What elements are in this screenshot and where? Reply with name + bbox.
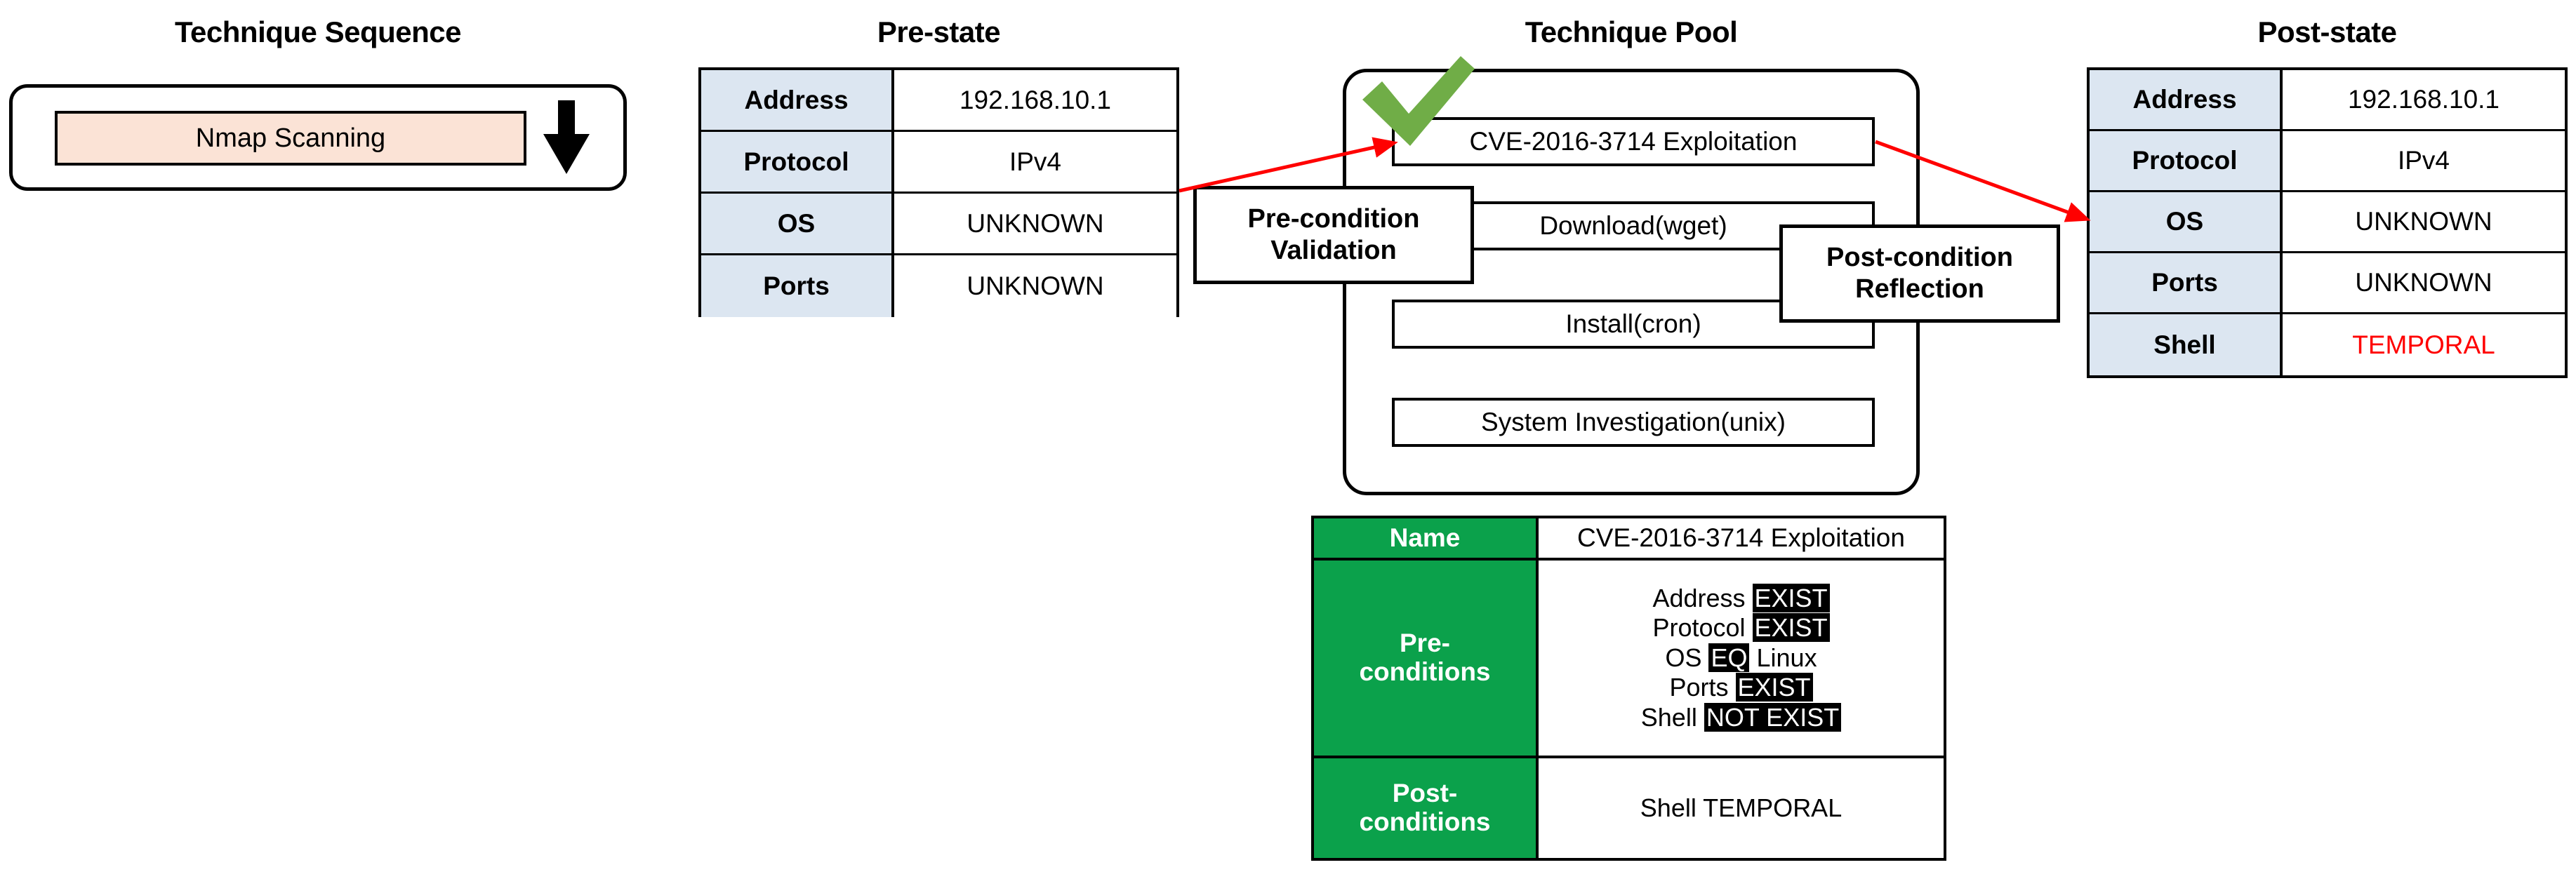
precondition-operator: EQ [1708, 643, 1750, 672]
detail-value-preconditions: Address EXIST Protocol EXIST OS EQ Linux… [1539, 561, 1944, 756]
pool-item-label: Download(wget) [1539, 211, 1727, 240]
table-row: OS UNKNOWN [701, 194, 1176, 255]
pool-item-system-investigation-unix[interactable]: System Investigation(unix) [1392, 398, 1875, 447]
callout-line-2: Reflection [1855, 274, 1984, 304]
detail-key-line-2: conditions [1359, 807, 1491, 836]
post-state-value-os: UNKNOWN [2283, 192, 2565, 251]
pre-state-value-ports: UNKNOWN [894, 255, 1176, 317]
precondition-attribute: Protocol [1652, 613, 1746, 643]
callout-line-2: Validation [1270, 236, 1397, 265]
pre-state-key-os: OS [701, 194, 894, 253]
post-state-value-address: 192.168.10.1 [2283, 70, 2565, 129]
post-state-title: Post-state [2257, 15, 2397, 48]
pre-condition-validation-callout: Pre-condition Validation [1193, 186, 1474, 284]
precondition-operator: EXIST [1735, 673, 1813, 702]
post-state-value-protocol: IPv4 [2283, 131, 2565, 190]
technique-pool-title: Technique Pool [1525, 15, 1738, 48]
precondition-operand: Linux [1756, 643, 1817, 672]
detail-value-name: CVE-2016-3714 Exploitation [1539, 518, 1944, 558]
pool-item-label: Install(cron) [1565, 309, 1701, 338]
table-row: Post- conditions Shell TEMPORAL [1314, 758, 1944, 858]
pool-item-label: CVE-2016-3714 Exploitation [1469, 127, 1798, 156]
arrow-down-icon [542, 100, 591, 176]
post-state-key-shell: Shell [2090, 314, 2283, 375]
detail-key-postconditions: Post- conditions [1314, 758, 1539, 858]
detail-key-line-1: Post- [1392, 779, 1458, 808]
technique-sequence-title: Technique Sequence [175, 15, 462, 48]
callout-line-1: Post-condition [1826, 243, 2013, 273]
pool-item-install-cron[interactable]: Install(cron) [1392, 300, 1875, 349]
pool-item-label: System Investigation(unix) [1481, 408, 1786, 436]
pre-state-key-protocol: Protocol [701, 132, 894, 192]
post-state-value-ports: UNKNOWN [2283, 253, 2565, 312]
table-row: OS UNKNOWN [2090, 192, 2565, 253]
pre-state-key-ports: Ports [701, 255, 894, 317]
table-row: Name CVE-2016-3714 Exploitation [1314, 518, 1944, 561]
detail-key-line-1: Pre- [1400, 629, 1450, 658]
table-row: Protocol IPv4 [2090, 131, 2565, 192]
precondition-row: Ports EXIST [1669, 673, 1813, 702]
pre-state-value-protocol: IPv4 [894, 132, 1176, 192]
sequence-item-nmap-scanning[interactable]: Nmap Scanning [55, 111, 526, 166]
precondition-attribute: Ports [1669, 673, 1729, 702]
precondition-operator: EXIST [1752, 613, 1830, 643]
post-state-key-protocol: Protocol [2090, 131, 2283, 190]
table-row: Address 192.168.10.1 [701, 70, 1176, 132]
pre-state-value-os: UNKNOWN [894, 194, 1176, 253]
post-state-key-ports: Ports [2090, 253, 2283, 312]
table-row: Ports UNKNOWN [701, 255, 1176, 317]
pre-state-value-address: 192.168.10.1 [894, 70, 1176, 130]
detail-value-postconditions: Shell TEMPORAL [1539, 758, 1944, 858]
detail-key-name: Name [1314, 518, 1539, 558]
post-condition-reflection-callout: Post-condition Reflection [1779, 224, 2060, 323]
precondition-row: Protocol EXIST [1652, 613, 1830, 643]
technique-detail-table: Name CVE-2016-3714 Exploitation Pre- con… [1311, 516, 1946, 861]
precondition-row: Shell NOT EXIST [1640, 702, 1842, 732]
sequence-item-label: Nmap Scanning [195, 123, 386, 153]
table-row: Protocol IPv4 [701, 132, 1176, 194]
pre-state-key-address: Address [701, 70, 894, 130]
precondition-operator: EXIST [1752, 583, 1830, 612]
pre-state-title: Pre-state [877, 15, 1001, 48]
detail-name-text: CVE-2016-3714 Exploitation [1577, 523, 1905, 552]
table-row: Ports UNKNOWN [2090, 253, 2565, 314]
check-icon [1358, 56, 1478, 154]
table-row: Pre- conditions Address EXIST Protocol E… [1314, 561, 1944, 758]
post-state-key-address: Address [2090, 70, 2283, 129]
precondition-row: OS EQ Linux [1665, 643, 1817, 673]
pool-item-cve-2016-3714-exploitation[interactable]: CVE-2016-3714 Exploitation [1392, 117, 1875, 166]
precondition-attribute: Address [1652, 583, 1746, 612]
table-row: Shell TEMPORAL [2090, 314, 2565, 375]
precondition-attribute: OS [1665, 643, 1702, 672]
callout-line-1: Pre-condition [1247, 204, 1420, 234]
detail-key-preconditions: Pre- conditions [1314, 561, 1539, 756]
precondition-operator: NOT EXIST [1704, 702, 1842, 732]
detail-key-line-2: conditions [1359, 657, 1491, 686]
postcondition-row: Shell TEMPORAL [1640, 793, 1843, 822]
table-row: Address 192.168.10.1 [2090, 70, 2565, 131]
pre-state-table: Address 192.168.10.1 Protocol IPv4 OS UN… [698, 67, 1179, 317]
post-state-table: Address 192.168.10.1 Protocol IPv4 OS UN… [2087, 67, 2568, 378]
post-state-value-shell: TEMPORAL [2283, 314, 2565, 375]
precondition-attribute: Shell [1640, 702, 1697, 732]
post-state-key-os: OS [2090, 192, 2283, 251]
precondition-row: Address EXIST [1652, 583, 1830, 613]
